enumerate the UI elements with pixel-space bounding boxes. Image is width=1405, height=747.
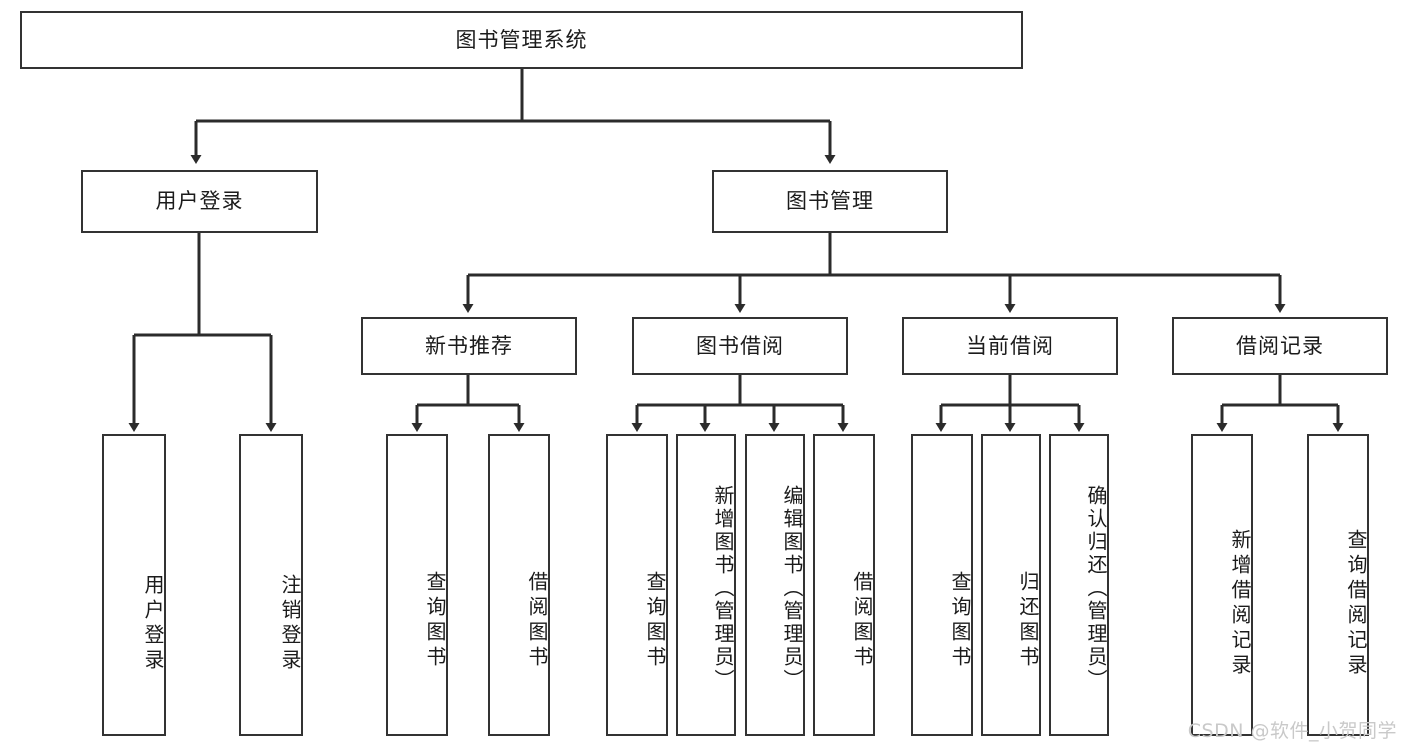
node-user-login-label: 用户登录: [155, 189, 244, 214]
node-user-login[interactable]: 用户登录: [81, 170, 318, 233]
node-leaf-add-record-label: 新增借阅记录: [1228, 529, 1252, 679]
node-leaf-return-book[interactable]: 归还图书: [981, 434, 1041, 736]
node-leaf-return-book-label: 归还图书: [1016, 571, 1040, 671]
node-leaf-query-book-2[interactable]: 查询图书: [606, 434, 668, 736]
node-book-borrow-label: 图书借阅: [696, 333, 784, 358]
node-leaf-query-book-1[interactable]: 查询图书: [386, 434, 448, 736]
node-leaf-borrow-book-1-label: 借阅图书: [525, 571, 549, 671]
node-leaf-query-record[interactable]: 查询借阅记录: [1307, 434, 1369, 736]
node-leaf-borrow-book-2-label: 借阅图书: [850, 571, 874, 671]
node-leaf-user-logout-label: 注销登录: [278, 574, 302, 674]
node-borrow-record[interactable]: 借阅记录: [1172, 317, 1388, 375]
node-leaf-query-book-3-label: 查询图书: [948, 571, 972, 671]
node-leaf-add-book[interactable]: 新增图书（管理员）: [676, 434, 736, 736]
node-root-label: 图书管理系统: [455, 27, 588, 52]
node-leaf-user-login[interactable]: 用户登录: [102, 434, 166, 736]
node-new-book-rec[interactable]: 新书推荐: [361, 317, 577, 375]
node-leaf-query-book-2-label: 查询图书: [643, 571, 667, 671]
node-leaf-confirm-return-label: 确认归还（管理员）: [1084, 484, 1108, 692]
node-leaf-query-book-3[interactable]: 查询图书: [911, 434, 973, 736]
node-book-borrow[interactable]: 图书借阅: [632, 317, 848, 375]
node-leaf-user-logout[interactable]: 注销登录: [239, 434, 303, 736]
node-leaf-add-record[interactable]: 新增借阅记录: [1191, 434, 1253, 736]
watermark-text: CSDN @软件_小贺同学: [1187, 720, 1397, 742]
node-leaf-user-login-label: 用户登录: [141, 574, 165, 674]
node-current-borrow[interactable]: 当前借阅: [902, 317, 1118, 375]
node-borrow-record-label: 借阅记录: [1236, 333, 1324, 358]
node-leaf-borrow-book-1[interactable]: 借阅图书: [488, 434, 550, 736]
node-leaf-edit-book[interactable]: 编辑图书（管理员）: [745, 434, 805, 736]
node-leaf-edit-book-label: 编辑图书（管理员）: [780, 484, 804, 692]
node-leaf-query-record-label: 查询借阅记录: [1344, 529, 1368, 679]
node-leaf-borrow-book-2[interactable]: 借阅图书: [813, 434, 875, 736]
node-book-manage[interactable]: 图书管理: [712, 170, 948, 233]
node-book-manage-label: 图书管理: [786, 189, 874, 214]
node-root[interactable]: 图书管理系统: [20, 11, 1023, 69]
node-new-book-rec-label: 新书推荐: [425, 333, 513, 358]
node-leaf-query-book-1-label: 查询图书: [423, 571, 447, 671]
node-leaf-confirm-return[interactable]: 确认归还（管理员）: [1049, 434, 1109, 736]
node-leaf-add-book-label: 新增图书（管理员）: [711, 484, 735, 692]
node-current-borrow-label: 当前借阅: [966, 333, 1054, 358]
